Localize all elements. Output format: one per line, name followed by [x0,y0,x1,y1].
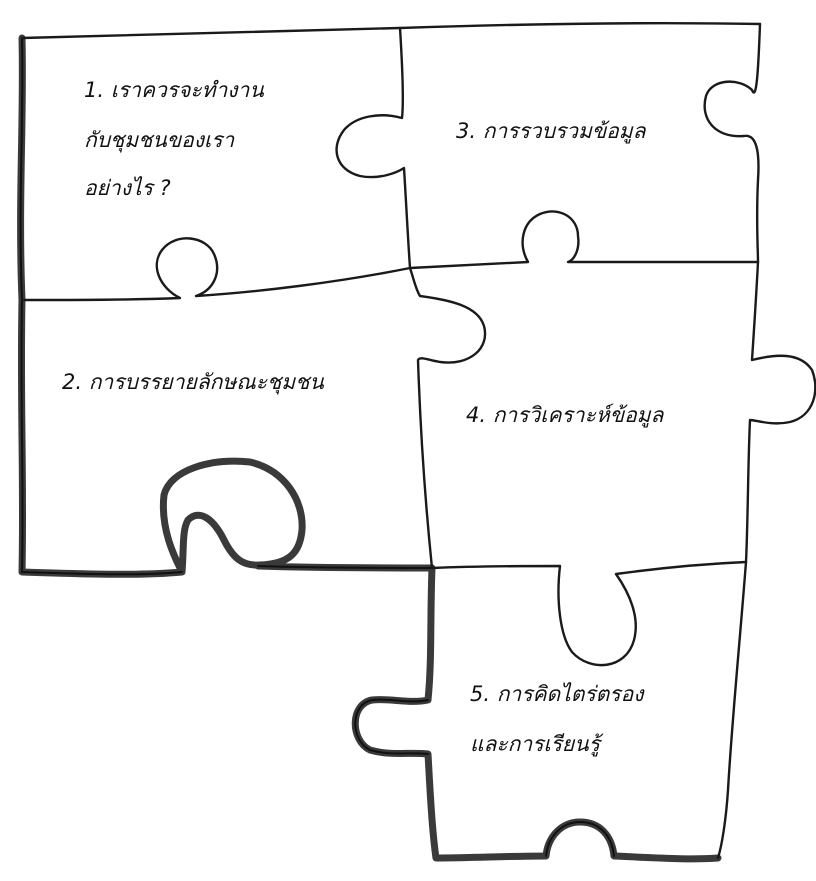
right-edge-piece3 [705,24,760,262]
divider-piece1-piece2 [22,238,410,300]
piece5-line1: 5. การคิดไตร่ตรอง [470,684,643,705]
thick-outer-border [21,38,718,859]
right-edge-piece5 [718,562,746,858]
right-edge-piece4 [746,262,815,562]
piece1-line1: 1. เราควรจะทำงาน [84,80,264,101]
piece1-line3: อย่างไร ? [84,178,171,199]
piece1-line2: กับชุมชนของเรา [84,130,234,151]
piece5-line2: และการเรียนรู้ [470,734,600,755]
piece4-label: 4. การวิเคราะห์ข้อมูล [466,405,663,426]
piece2-label: 2. การบรรยายลักษณะชุมชน [62,372,324,393]
divider-piece1-piece3 [337,28,410,268]
top-edge-line [22,23,760,38]
divider-piece4-piece5 [432,562,746,665]
piece3-label: 3. การรวบรวมข้อมูล [456,121,646,142]
divider-piece3-piece4 [410,211,758,268]
